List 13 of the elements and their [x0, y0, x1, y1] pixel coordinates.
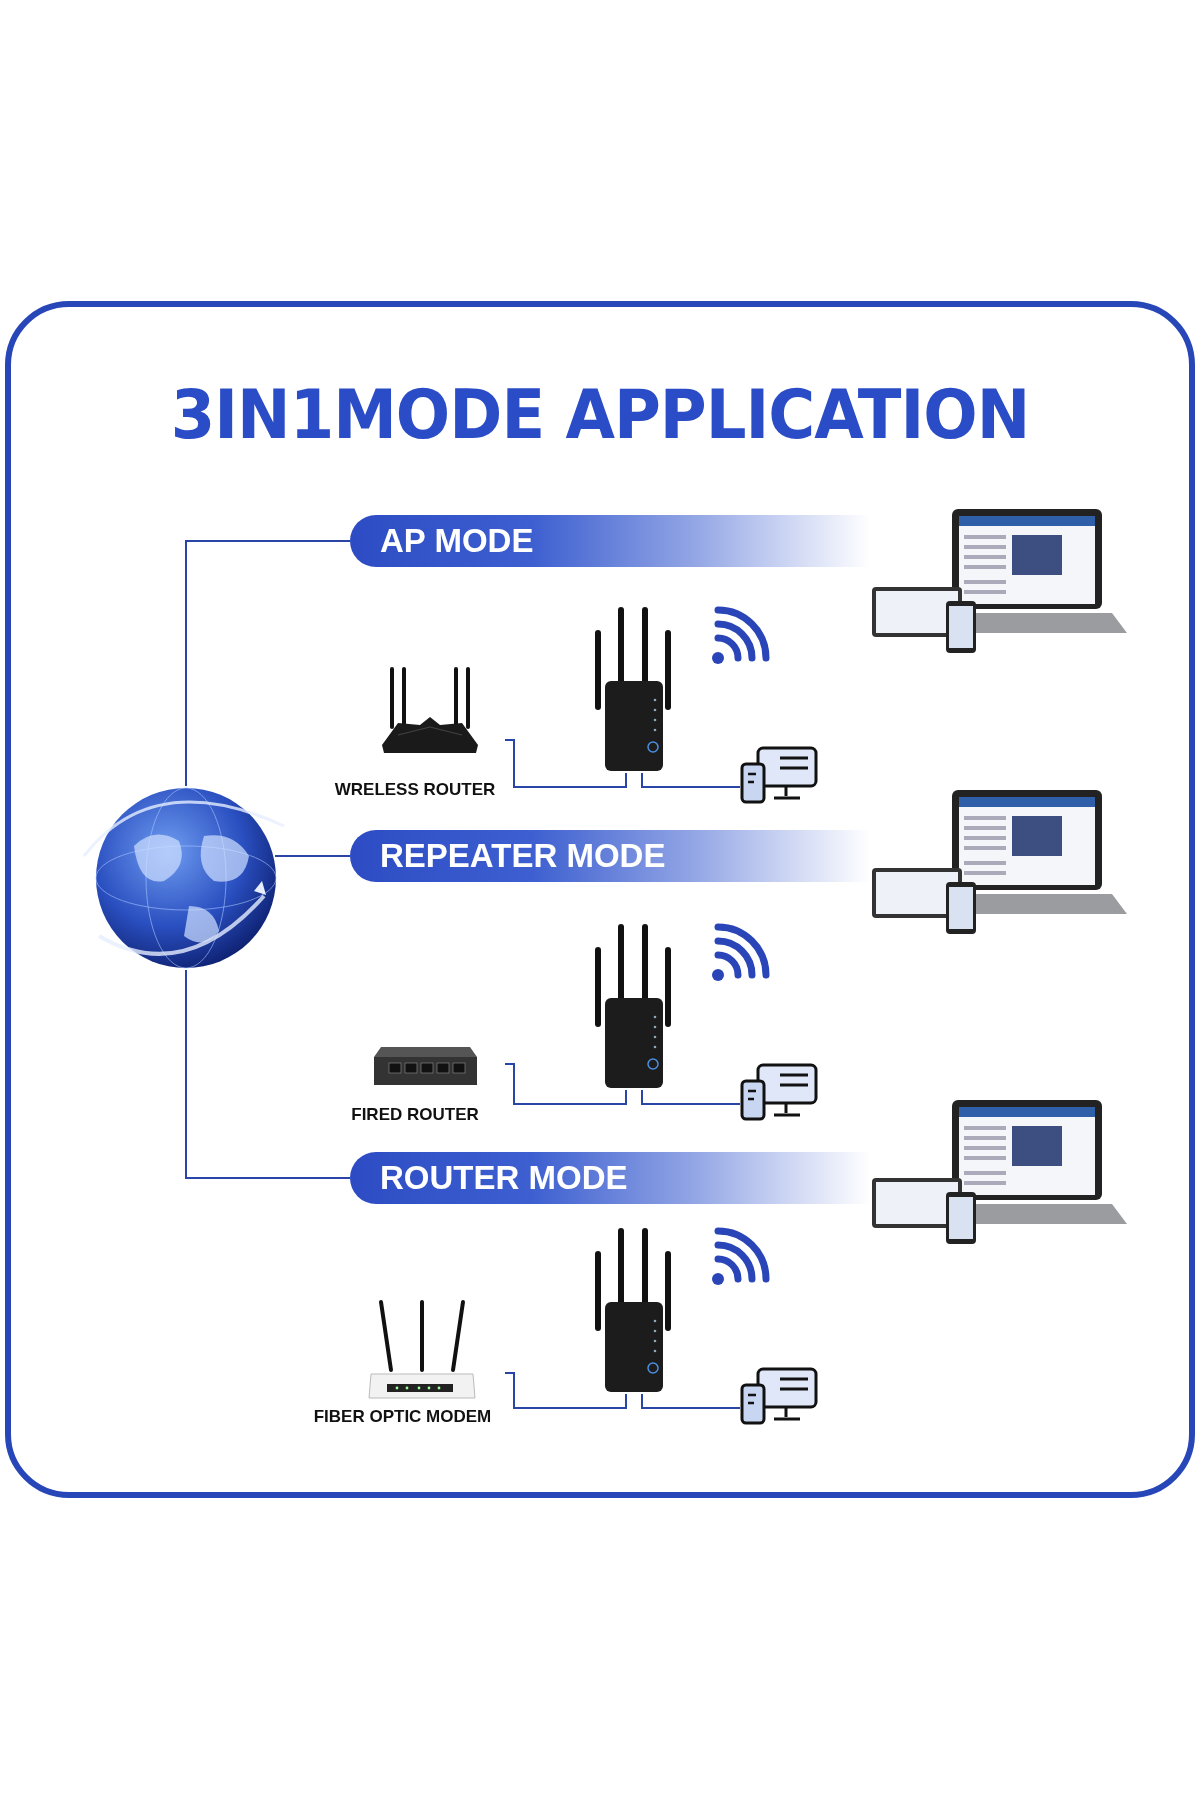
connector-line: [274, 855, 351, 857]
title: 3IN1MODE APPLICATION: [169, 376, 1031, 454]
connector-line: [504, 739, 627, 788]
device-label: FIBER OPTIC MODEM: [312, 1407, 493, 1427]
connector-line: [504, 1372, 627, 1409]
device-label: FIRED ROUTER: [350, 1105, 480, 1125]
device-label: WRELESS ROUTER: [333, 780, 497, 800]
connector-line: [504, 1063, 627, 1105]
connector-line: [185, 969, 351, 1179]
connector-line: [185, 540, 351, 787]
connector-line: [641, 1393, 741, 1409]
connector-line: [641, 772, 741, 788]
connector-line: [641, 1089, 741, 1105]
